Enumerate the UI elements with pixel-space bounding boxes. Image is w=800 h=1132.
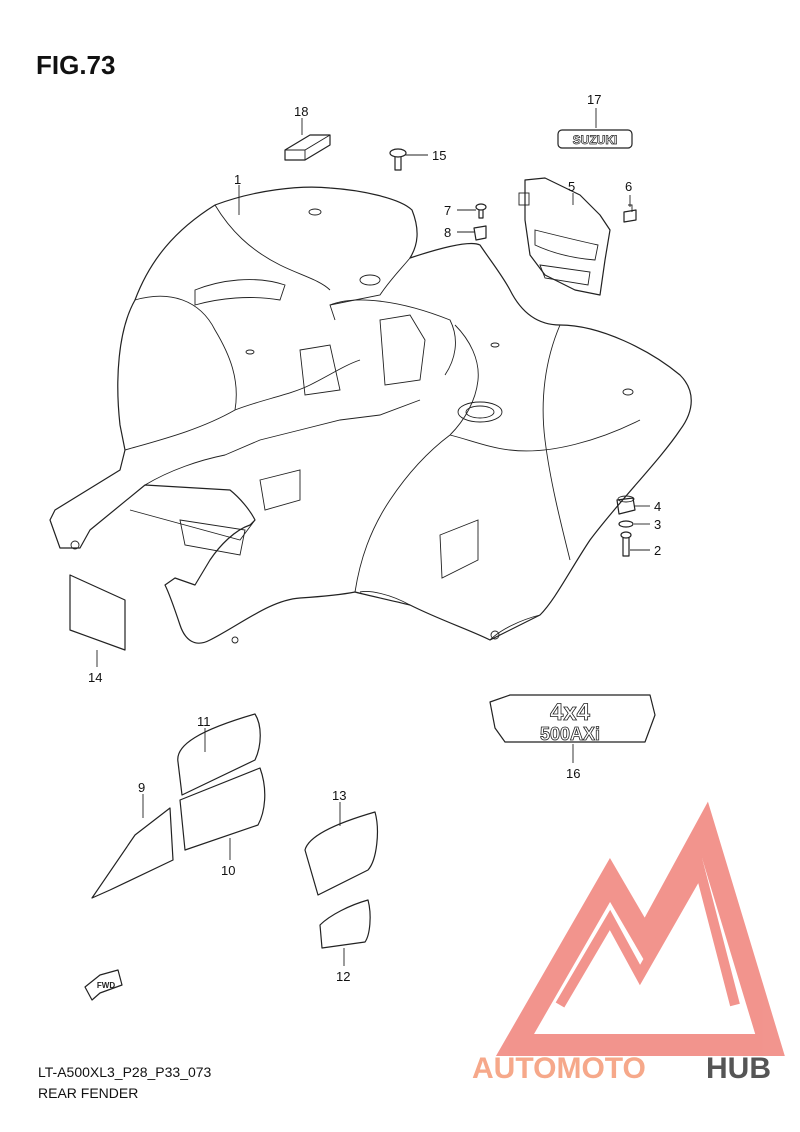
- callout-14: 14: [88, 670, 102, 685]
- callout-13: 13: [332, 788, 346, 803]
- clip-part-6: [623, 204, 637, 223]
- callout-3: 3: [654, 517, 661, 532]
- bracket-part-5: [518, 177, 611, 296]
- watermark-text: AUTOMOTO HUB: [472, 1052, 771, 1085]
- callout-9: 9: [138, 780, 145, 795]
- callout-5: 5: [568, 179, 575, 194]
- suzuki-emblem-text: SUZUKI: [573, 133, 618, 147]
- callout-2: 2: [654, 543, 661, 558]
- watermark-logo: [495, 801, 785, 1056]
- decal-part-9: [91, 807, 174, 899]
- rear-fender-part-1: [49, 186, 692, 644]
- figure-title: FIG.73: [36, 50, 116, 80]
- decal-part-10: [179, 767, 266, 851]
- screw-part-7: [475, 203, 487, 219]
- 4x4-emblem-part-16: 4x4 500AXi: [489, 694, 656, 744]
- callout-4: 4: [654, 499, 661, 514]
- decal-part-12: [319, 899, 371, 949]
- callout-18: 18: [294, 104, 308, 119]
- callout-12: 12: [336, 969, 350, 984]
- callout-15: 15: [432, 148, 446, 163]
- suzuki-emblem-part-17: SUZUKI: [557, 129, 633, 149]
- 4x4-emblem-text: 4x4: [550, 699, 591, 726]
- fwd-label: FWD: [97, 981, 115, 990]
- leader-lines: [96, 108, 650, 966]
- watermark-text-automoto: AUTOMOTO: [472, 1052, 646, 1085]
- fwd-arrow-icon: FWD: [84, 969, 123, 1001]
- watermark-text-hub: HUB: [706, 1052, 771, 1085]
- callout-17: 17: [587, 92, 601, 107]
- pad-part-14: [69, 574, 126, 651]
- callout-8: 8: [444, 225, 451, 240]
- callout-10: 10: [221, 863, 235, 878]
- decal-part-13: [304, 811, 378, 896]
- footer-diagram-name: REAR FENDER: [38, 1085, 139, 1101]
- 500axi-emblem-text: 500AXi: [540, 724, 600, 744]
- callout-6: 6: [625, 179, 632, 194]
- washer-part-3: [618, 520, 634, 528]
- decal-part-11: [177, 713, 261, 796]
- grommet-part-4: [616, 495, 636, 515]
- part-18-block: [284, 134, 331, 161]
- callout-7: 7: [444, 203, 451, 218]
- nut-part-8: [473, 225, 487, 241]
- bolt-part-2: [620, 531, 632, 557]
- callout-11: 11: [197, 714, 211, 729]
- callout-1: 1: [234, 172, 241, 187]
- footer-diagram-code: LT-A500XL3_P28_P33_073: [38, 1064, 212, 1080]
- callout-labels: 1 2 3 4 5 6 7 8 9 10 11 12 13 14 15 16 1…: [88, 92, 661, 984]
- callout-16: 16: [566, 766, 580, 781]
- bolt-part-15: [389, 148, 407, 171]
